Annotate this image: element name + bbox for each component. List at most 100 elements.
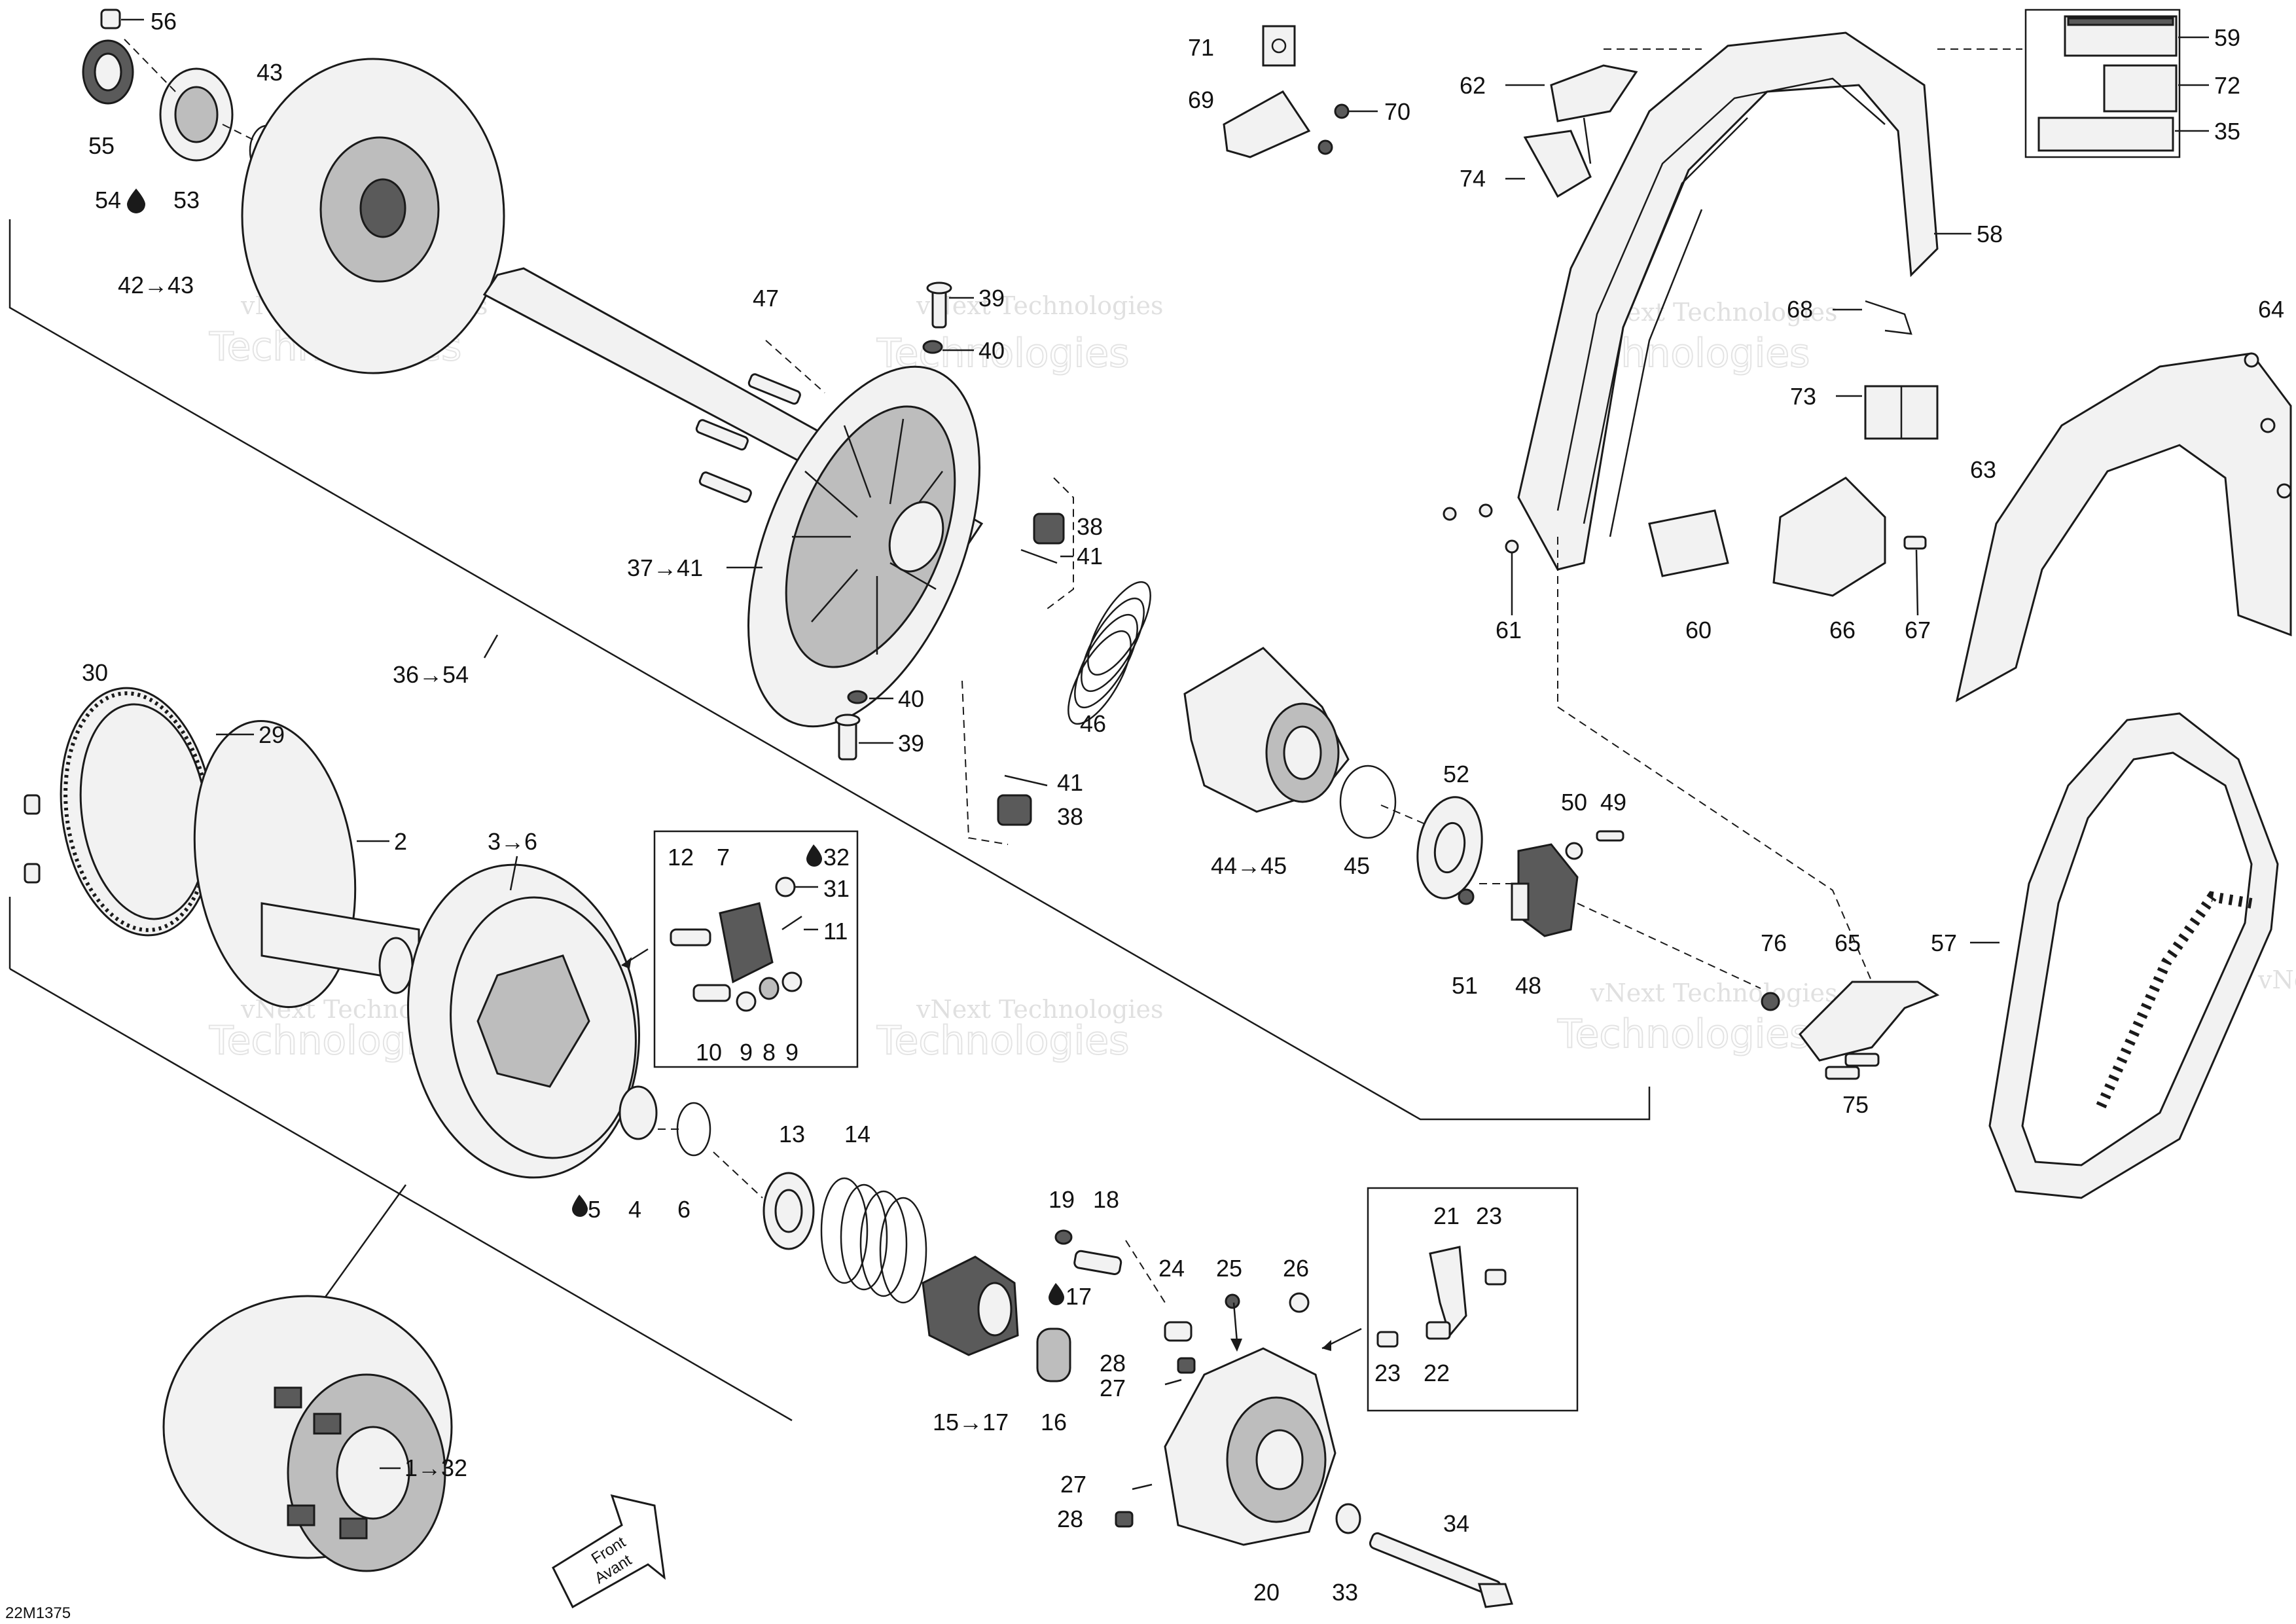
svg-text:8: 8 [762,1039,776,1066]
part-33-washer [1335,1503,1361,1534]
svg-text:63: 63 [1970,456,1996,483]
svg-text:50: 50 [1561,789,1587,816]
detail-frame-bracket [1367,1187,1579,1412]
part-34-bolt [1369,1532,1514,1608]
svg-text:40: 40 [978,337,1005,364]
part-40-washer-lower [847,690,868,704]
svg-text:72: 72 [2214,72,2240,99]
part-47-bolts [695,373,801,503]
svg-text:51: 51 [1452,972,1478,999]
svg-text:64: 64 [2258,296,2284,323]
part-37-moving-sheave [747,365,980,728]
svg-text:1→32: 1→32 [404,1454,467,1481]
svg-text:vNext Technologies: vNext Technologies [916,291,1163,320]
svg-text:18: 18 [1093,1186,1119,1213]
part-6-ring [676,1102,711,1157]
part-63-belt-guard-rear [1955,352,2292,702]
part-5-bushing [619,1085,658,1140]
svg-text:10: 10 [696,1039,722,1066]
svg-text:11: 11 [823,918,848,945]
svg-text:13: 13 [779,1121,805,1147]
svg-text:24: 24 [1158,1255,1185,1282]
svg-text:65: 65 [1835,929,1861,956]
part-7-arm [719,902,774,984]
part-73-hinge [1864,385,1939,440]
part-76-nut [1761,992,1780,1011]
svg-text:74: 74 [1460,165,1486,192]
svg-text:44→45: 44→45 [1211,852,1287,879]
svg-text:19: 19 [1049,1186,1075,1213]
part-1-drive-pulley [162,1295,453,1572]
svg-text:41: 41 [1057,769,1083,796]
svg-text:38: 38 [1077,513,1103,540]
part-48-bracket [1511,843,1579,937]
part-18-pin [1073,1250,1122,1275]
svg-text:67: 67 [1905,617,1931,643]
part-67-bolt [1903,535,1927,550]
part-27-spring-upper [1164,1379,1182,1386]
svg-text:25: 25 [1216,1255,1242,1282]
svg-text:29: 29 [259,721,285,748]
svg-text:15→17: 15→17 [933,1409,1009,1435]
diagram-id: 22M1375 [5,1604,71,1622]
front-arrow: Front Avant [552,1494,666,1609]
svg-text:vNext Technologies: vNext Technologies [1590,979,1837,1007]
svg-text:23: 23 [1476,1202,1502,1229]
svg-text:49: 49 [1600,789,1626,816]
svg-text:58: 58 [1977,221,2003,247]
svg-text:62: 62 [1460,72,1486,99]
svg-text:21: 21 [1433,1202,1460,1229]
part-10-pin [692,984,731,1002]
svg-text:Technologies: Technologies [876,1018,1129,1064]
part-12-pin [670,928,711,947]
part-52-washer [1416,796,1483,899]
svg-text:20: 20 [1253,1579,1280,1606]
svg-text:35: 35 [2214,118,2240,145]
svg-text:37→41: 37→41 [627,554,703,581]
svg-text:47: 47 [753,285,779,312]
svg-text:30: 30 [82,659,108,686]
svg-text:45: 45 [1344,852,1370,879]
part-38-roller-lower [997,794,1032,826]
svg-text:69: 69 [1188,86,1214,113]
part-35-notice-decal [2037,117,2174,152]
part-2-sheave [193,720,420,1008]
part-65-bracket [1799,981,1940,1062]
assembly-outline-lower [9,897,793,1422]
part-3-spider-housing [407,863,640,1179]
part-60-plate [1648,509,1729,577]
part-26-nut [1289,1292,1310,1313]
svg-text:12: 12 [668,844,694,871]
svg-text:75: 75 [1842,1091,1869,1118]
assembly-outline-upper [9,219,1651,1121]
part-56-cap [100,9,121,29]
part-41-pin-upper [1020,549,1058,564]
svg-text:36→54: 36→54 [393,661,469,688]
part-45-ring [1339,765,1397,839]
svg-text:59: 59 [2214,24,2240,51]
part-22-spacer [1426,1321,1451,1340]
svg-text:57: 57 [1931,929,1957,956]
svg-text:66: 66 [1829,617,1856,643]
svg-text:16: 16 [1041,1409,1067,1435]
svg-text:31: 31 [823,875,850,902]
part-55-seal [82,39,134,105]
part-53-bearing [159,67,234,162]
svg-text:60: 60 [1685,617,1712,643]
svg-text:39: 39 [978,285,1005,312]
part-39-pin-upper [926,281,952,329]
part-19-washer [1054,1229,1073,1245]
svg-text:6: 6 [677,1196,691,1223]
svg-text:23: 23 [1374,1360,1401,1386]
part-59-warning-decal [2064,15,2178,57]
svg-text:vNext Technologies: vNext Technologies [916,995,1163,1024]
part-51-nut [1458,888,1475,905]
svg-text:2: 2 [394,828,407,855]
svg-text:54: 54 [95,187,121,213]
svg-text:71: 71 [1188,34,1214,61]
svg-text:9: 9 [740,1039,753,1066]
part-64-fasteners [2244,352,2292,499]
part-23-screw-a [1484,1269,1507,1286]
part-70-nuts [1318,103,1350,155]
